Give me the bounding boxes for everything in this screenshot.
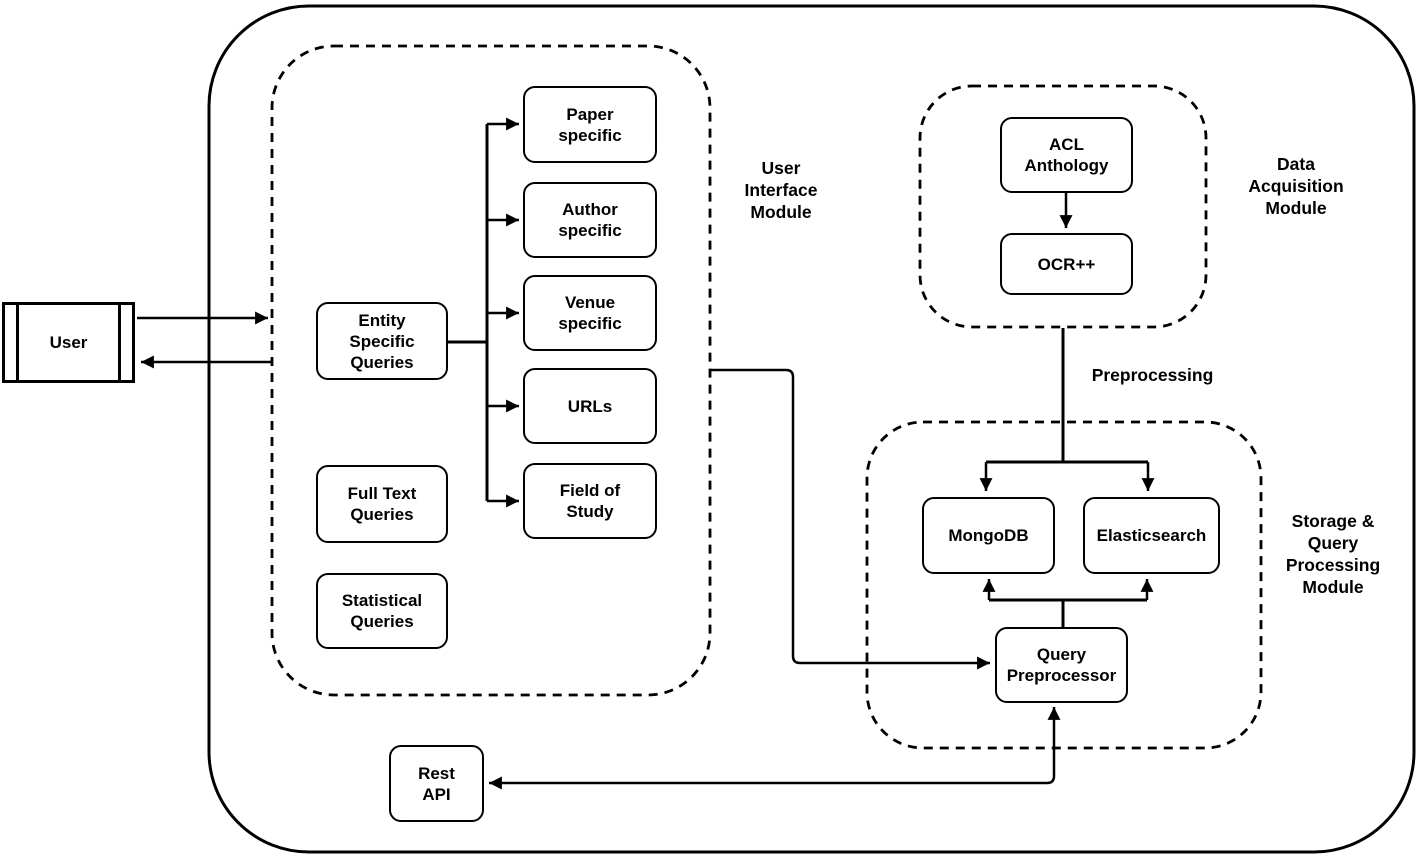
node-rest-api: Rest API: [389, 745, 484, 822]
node-author-specific-label: Author specific: [558, 200, 622, 240]
edge-rest-api-query-preprocessor: [489, 707, 1061, 790]
preprocessing-label: Preprocessing: [1091, 365, 1214, 385]
node-acl-anthology-label: ACL Anthology: [1024, 135, 1109, 175]
node-paper-specific-label: Paper specific: [558, 104, 622, 145]
node-urls-label: URLs: [567, 396, 613, 416]
node-elasticsearch-label: Elasticsearch: [1096, 526, 1207, 545]
node-mongodb: MongoDB: [922, 497, 1055, 574]
node-statistical-queries-label: Statistical Queries: [341, 591, 423, 631]
node-field-of-study-label: Field of Study: [559, 481, 621, 521]
node-paper-specific: Paper specific: [523, 86, 657, 163]
data-acquisition-module-label: Data Acquisition Module: [1248, 154, 1344, 218]
node-statistical-queries: Statistical Queries: [316, 573, 448, 649]
node-ocr-label: OCR++: [1037, 254, 1096, 274]
node-ocr: OCR++: [1000, 233, 1133, 295]
node-venue-specific: Venue specific: [523, 275, 657, 351]
user-box-left-strut: [16, 305, 19, 380]
node-user-label: User: [49, 333, 88, 352]
node-venue-specific-label: Venue specific: [558, 293, 622, 333]
node-query-preprocessor: Query Preprocessor: [995, 627, 1128, 703]
node-urls: URLs: [523, 368, 657, 444]
node-full-text-queries: Full Text Queries: [316, 465, 448, 543]
node-acl-anthology: ACL Anthology: [1000, 117, 1133, 193]
node-query-preprocessor-label: Query Preprocessor: [1006, 645, 1117, 685]
node-entity-specific-queries-label: Entity Specific Queries: [349, 310, 415, 372]
node-field-of-study: Field of Study: [523, 463, 657, 539]
node-author-specific: Author specific: [523, 182, 657, 258]
node-user: User: [2, 302, 135, 383]
system-boundary: [207, 4, 1416, 854]
node-mongodb-label: MongoDB: [948, 526, 1029, 545]
node-entity-specific-queries: Entity Specific Queries: [316, 302, 448, 380]
edge-preprocessing-trunk: [986, 328, 1148, 464]
node-elasticsearch: Elasticsearch: [1083, 497, 1220, 574]
user-box-right-strut: [118, 305, 121, 380]
user-interface-module-label: User Interface Module: [744, 158, 818, 222]
edge-query-preprocessor-trunk: [989, 598, 1147, 627]
edge-entity-queries-spine: [448, 124, 489, 501]
node-full-text-queries-label: Full Text Queries: [347, 484, 417, 524]
node-rest-api-label: Rest API: [418, 763, 455, 804]
storage-query-module-label: Storage & Query Processing Module: [1285, 511, 1381, 597]
edge-ui-module-to-query-preprocessor: [710, 368, 990, 670]
